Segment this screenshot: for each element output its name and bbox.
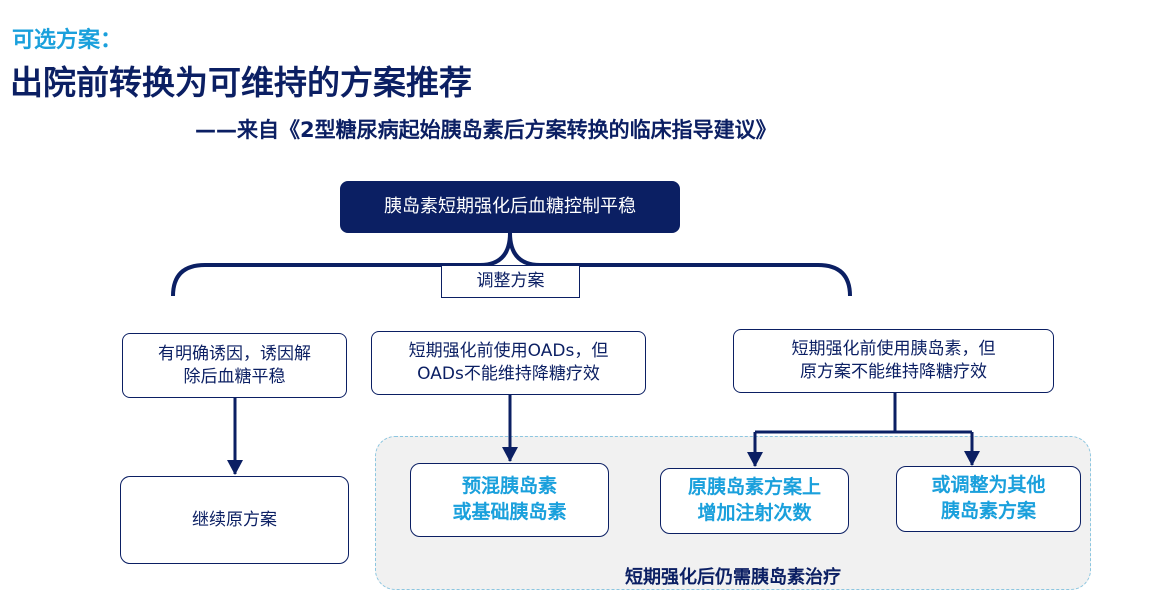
- branch-insulin: [753, 393, 974, 466]
- kicker: 可选方案：: [12, 28, 123, 53]
- condition-insulin: 短期强化前使用胰岛素，但 原方案不能维持降糖疗效: [733, 329, 1054, 393]
- option-premix-basal: 预混胰岛素 或基础胰岛素: [410, 463, 609, 537]
- condition-oads: 短期强化前使用OADs，但 OADs不能维持降糖疗效: [371, 331, 646, 395]
- option-other-insulin: 或调整为其他 胰岛素方案: [896, 466, 1081, 532]
- group-label: 短期强化后仍需胰岛素治疗: [625, 567, 841, 588]
- condition-trigger: 有明确诱因，诱因解 除后血糖平稳: [122, 333, 347, 398]
- root-box: 胰岛素短期强化后血糖控制平稳: [340, 181, 680, 233]
- brace: [171, 232, 852, 297]
- adjust-box: 调整方案: [441, 265, 580, 298]
- subtitle: ——来自《2型糖尿病起始胰岛素后方案转换的临床指导建议》: [195, 118, 777, 142]
- option-increase-injections: 原胰岛素方案上 增加注射次数: [660, 468, 849, 534]
- continue-box: 继续原方案: [120, 476, 349, 564]
- page-title: 出院前转换为可维持的方案推荐: [10, 63, 472, 102]
